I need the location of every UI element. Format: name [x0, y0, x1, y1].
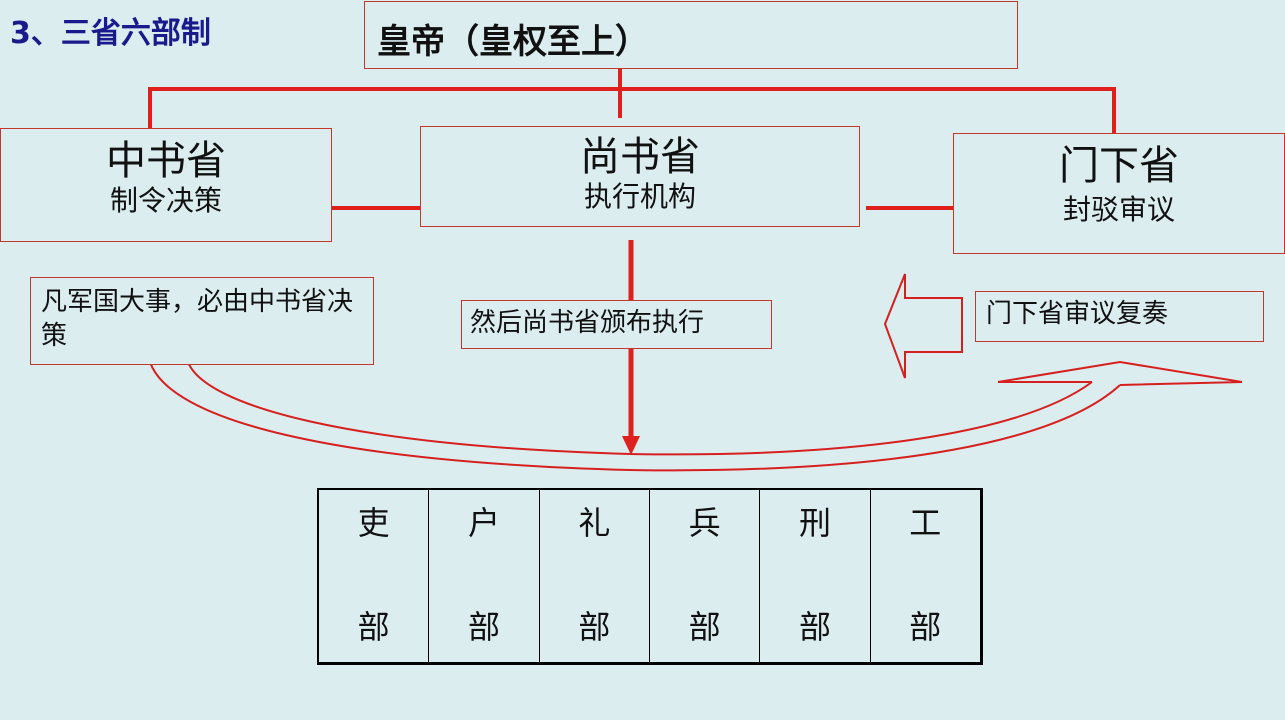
menxia-role: 封驳审议	[1062, 193, 1175, 226]
menxia-box: 门下省 封驳审议	[953, 133, 1285, 254]
review-note: 门下省审议复奏	[975, 291, 1264, 342]
ministry-cell: 兵 部	[650, 490, 761, 662]
zhongshu-role: 制令决策	[109, 184, 222, 217]
ministry-top-char: 礼	[578, 504, 611, 542]
ministry-bottom-char: 部	[798, 608, 831, 646]
shangshu-role: 执行机构	[583, 180, 696, 213]
shangshu-name: 尚书省	[580, 134, 700, 180]
ministry-bottom-char: 部	[688, 608, 721, 646]
ministry-top-char: 工	[909, 504, 942, 542]
ministry-cell: 吏 部	[319, 490, 430, 662]
zhongshu-name: 中书省	[106, 138, 226, 184]
menxia-name: 门下省	[1059, 143, 1179, 189]
six-ministries-table: 吏 部 户 部 礼 部 兵 部 刑 部 工 部	[317, 488, 983, 665]
ministry-top-char: 户	[467, 504, 500, 542]
ministry-bottom-char: 部	[467, 608, 500, 646]
shangshu-box: 尚书省 执行机构	[420, 126, 860, 227]
ministry-cell: 户 部	[429, 490, 540, 662]
ministry-cell: 礼 部	[540, 490, 650, 662]
ministry-cell: 工 部	[871, 490, 980, 662]
ministry-top-char: 刑	[798, 504, 831, 542]
ministry-cell: 刑 部	[760, 490, 871, 662]
execution-note: 然后尚书省颁布执行	[461, 300, 772, 349]
decision-note: 凡军国大事，必由中书省决策	[30, 277, 374, 365]
ministry-top-char: 吏	[357, 504, 390, 542]
flow-curve-arrow	[149, 360, 1243, 472]
zhongshu-box: 中书省 制令决策	[0, 128, 332, 242]
ministry-bottom-char: 部	[909, 608, 942, 646]
review-arrow	[883, 273, 963, 379]
ministry-top-char: 兵	[688, 504, 721, 542]
ministry-bottom-char: 部	[578, 608, 611, 646]
ministry-bottom-char: 部	[357, 608, 390, 646]
slide-title: 3、三省六部制	[10, 16, 211, 51]
emperor-box: 皇帝（皇权至上）	[364, 1, 1018, 69]
